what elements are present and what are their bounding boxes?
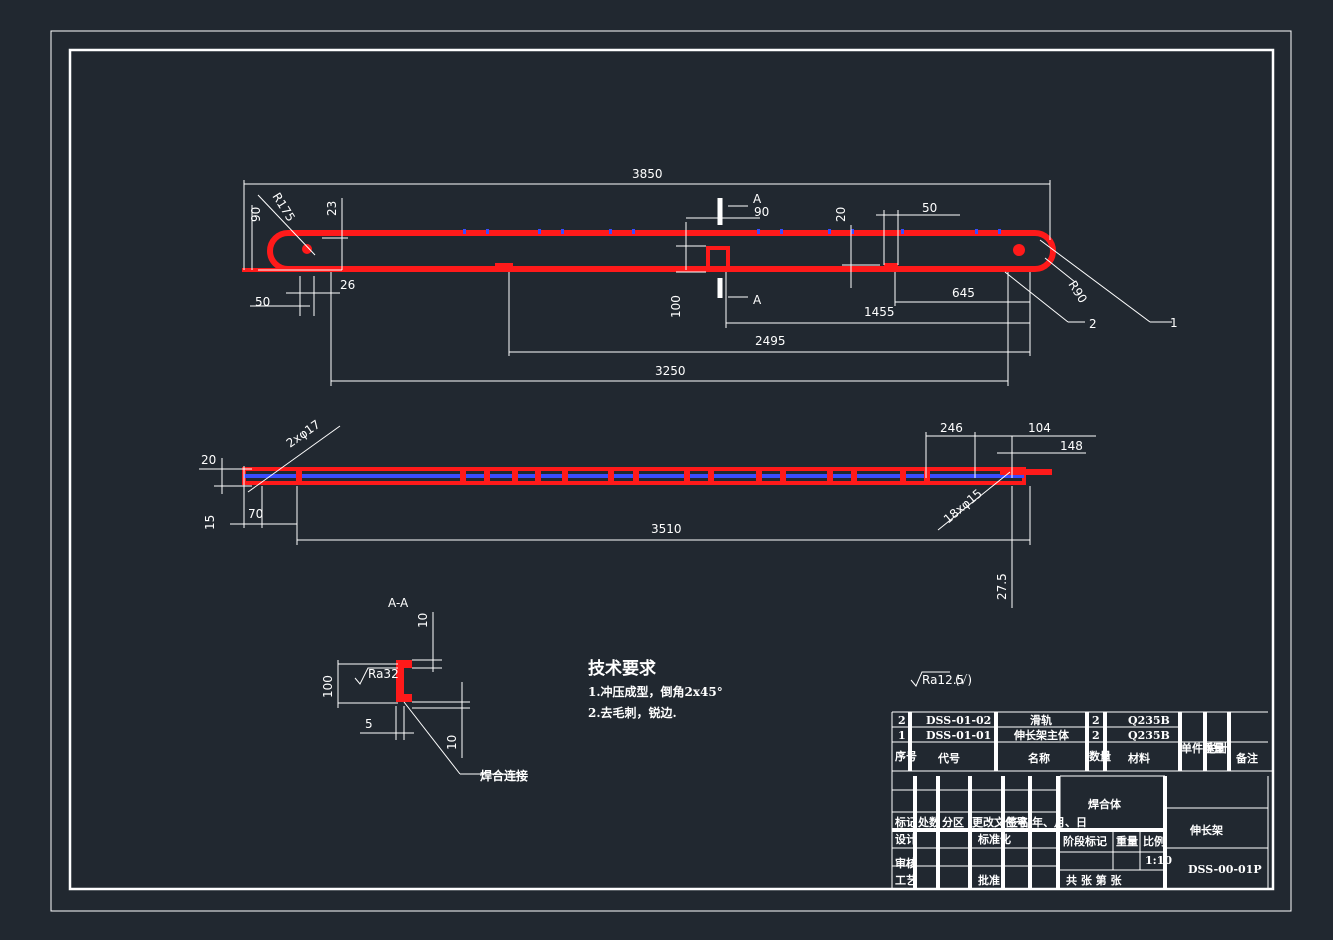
dim-90-left: 90 [249,207,263,222]
dim-15: 15 [203,515,217,530]
tech-item-1: 1.冲压成型，倒角2x45° [588,684,723,699]
title-block: 2 DSS-01-02 滑轨 2 Q235B 1 DSS-01-01 伸长架主体… [891,711,1273,889]
dim-23: 23 [325,201,339,216]
hdr-qty: 数量 [1089,749,1111,763]
dim-5: 5 [365,717,373,731]
section-mark-bottom: A [753,293,762,307]
lbl-zone: 分区 [942,815,964,829]
part-material-1: Q235B [1128,729,1170,742]
dim-104: 104 [1028,421,1051,435]
hdr-no: 序号 [895,749,917,763]
stop-block-left [495,263,513,269]
hdr-total: 总计 [1207,741,1229,755]
part-qty-2: 2 [1092,714,1100,727]
dim-50-right: 50 [922,201,937,215]
section-view: A-A 10 100 5 10 Ra32 焊合连接 [321,596,528,783]
holes-18x15: 18xφ15 [941,486,985,526]
dim-20-side: 20 [201,453,216,467]
roughness-rest: (√) [955,673,972,687]
dim-645: 645 [952,286,975,300]
slider-block [706,246,730,270]
section-title: A-A [388,596,409,610]
callout-2: 2 [1089,317,1097,331]
dim-overall-length: 3850 [632,167,663,181]
frame-body-outline [267,230,1056,272]
lbl-process: 工艺 [895,873,917,887]
surface-roughness-mark: Ra12.5 (√) [910,671,972,687]
inner-frame [68,48,1275,891]
lbl-check: 审核 [895,856,917,870]
tech-title: 技术要求 [588,658,656,679]
dim-100: 100 [669,295,683,318]
dim-10-bottom: 10 [445,735,459,750]
part-no-2: 2 [898,714,906,727]
left-pivot-hole [302,244,312,254]
hdr-weight: 单件重量 [1181,741,1225,755]
holes-2x17: 2xφ17 [284,417,323,450]
dim-148: 148 [1060,439,1083,453]
lbl-sheets: 共 张 第 张 [1066,873,1122,887]
weld-label: 焊合连接 [480,768,528,783]
dim-10-top: 10 [416,613,430,628]
dim-3250: 3250 [655,364,686,378]
dim-26: 26 [340,278,355,292]
dim-20: 20 [834,207,848,222]
section-mark-top: A [753,192,762,206]
tech-notes: 技术要求 1.冲压成型，倒角2x45° 2.去毛刺，锐边. [588,658,723,720]
part-code-2: DSS-01-02 [926,714,991,727]
callout-1: 1 [1170,316,1178,330]
dim-100-section: 100 [321,675,335,698]
dim-50-left: 50 [255,295,270,309]
hdr-material: 材料 [1128,751,1150,765]
dim-r175: R175 [269,190,297,224]
assembly-name: 焊合体 [1088,797,1122,811]
outer-frame [50,30,1292,912]
lbl-scale: 比例 [1143,834,1165,848]
dim-246: 246 [940,421,963,435]
lbl-count: 处数 [917,815,941,829]
lbl-change-doc: 更改文件号 [972,815,1027,829]
part-qty-1: 2 [1092,729,1100,742]
lbl-std: 标准化 [977,832,1011,846]
roughness-ra12-5: Ra12.5 [922,673,964,687]
part-name-main: 伸长架 [1189,823,1223,837]
side-view: 246 104 148 20 15 70 3510 27.5 2xφ17 18x… [199,417,1096,608]
stop-block-right [884,263,898,269]
lbl-mark: 标记 [894,815,917,829]
dim-90-mid: 90 [754,205,769,219]
hdr-code: 代号 [937,751,960,765]
right-pivot-hole [1013,244,1025,256]
dim-70: 70 [248,507,263,521]
part-code-1: DSS-01-01 [926,729,991,742]
lbl-stage-mark: 阶段标记 [1063,834,1107,848]
dim-2495: 2495 [755,334,786,348]
lbl-sign: 签名 [1006,815,1029,829]
lbl-weight: 重量 [1116,834,1138,848]
part-name-1: 伸长架主体 [1013,728,1070,742]
lbl-design: 设计 [895,832,917,846]
top-view: A A [242,167,1178,386]
scale-value: 1:10 [1145,854,1172,867]
hdr-name: 名称 [1028,751,1050,765]
lbl-date: 年、月、日 [1032,815,1087,829]
part-no-1: 1 [898,729,906,742]
drawing-number: DSS-00-01P [1188,863,1262,876]
part-name-2: 滑轨 [1030,713,1052,727]
dim-27-5: 27.5 [995,573,1009,600]
channel-section [396,660,412,702]
dim-r90: R90 [1065,278,1089,305]
tech-item-2: 2.去毛刺，锐边. [588,705,677,720]
dim-3510: 3510 [651,522,682,536]
part-material-2: Q235B [1128,714,1170,727]
dim-1455: 1455 [864,305,895,319]
hdr-remark: 备注 [1235,751,1258,765]
roughness-ra32: Ra32 [368,667,399,681]
lbl-approve: 批准 [978,873,1000,887]
